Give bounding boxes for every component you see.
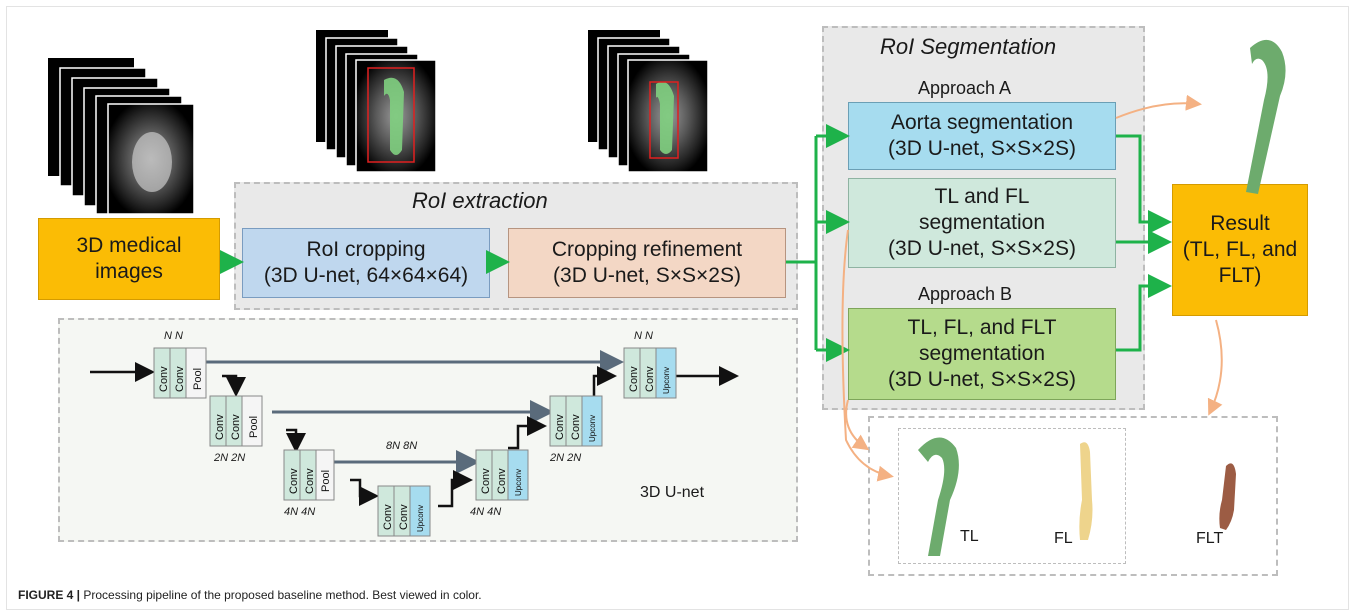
caption-prefix: FIGURE 4 | [18,588,81,602]
cropping-refinement-box: Cropping refinement (3D U-net, S×S×2S) [508,228,786,298]
caption-text: Processing pipeline of the proposed base… [80,588,482,602]
tl-fl-segmentation-box: TL and FL segmentation (3D U-net, S×S×2S… [848,178,1116,268]
result-line2: (TL, FL, and [1182,237,1298,261]
input-box-label: 3D medical images [76,233,182,283]
approach-b-label: Approach B [918,284,1013,304]
unet-conv-label: Conv [554,414,566,440]
tlflflt-line2: segmentation [918,341,1046,365]
aorta-shape-icon [1246,39,1286,195]
unet-conv-label: Conv [304,468,316,494]
unet-dim-enc1: N N [164,330,183,342]
unet-upconv-label: Upconv [588,415,597,442]
approach-a-label: Approach A [918,78,1012,98]
tl-shape-icon [918,437,959,556]
unet-upconv-label: Upconv [662,367,671,394]
unet-conv-label: Conv [382,504,394,530]
ct-stack-cropped [316,30,437,173]
unet-dim-enc2: 2N 2N [214,452,246,464]
unet-conv-label: Conv [644,366,656,392]
tlflflt-line1: TL, FL, and FLT [907,315,1057,339]
refinement-line1: Cropping refinement [551,237,743,261]
tl-fl-flt-segmentation-box: TL, FL, and FLT segmentation (3D U-net, … [848,308,1116,400]
roi-segmentation-title: RoI Segmentation [880,34,1057,59]
output-region [868,416,1278,576]
unet-conv-label: Conv [496,468,508,494]
unet-upconv-label: Upconv [416,505,425,532]
unet-label: 3D U-net [640,484,705,501]
fl-shape-icon [1079,442,1093,540]
roi-cropping-box: RoI cropping (3D U-net, 64×64×64) [242,228,490,298]
roi-extraction-title: RoI extraction [412,188,548,213]
green-flow-arrows [220,124,1172,362]
refinement-line2: (3D U-net, S×S×2S) [553,264,741,287]
roi-cropping-line1: RoI cropping [306,237,426,261]
unet-conv-label: Conv [398,504,410,530]
output-label-fl: FL [1054,530,1073,547]
unet-pool-label: Pool [248,416,260,438]
unet-conv-label: Conv [230,414,242,440]
ct-stack-raw [48,58,195,215]
result-line3: FLT) [1218,264,1262,288]
aorta-segmentation-box: Aorta segmentation (3D U-net, S×S×2S) [848,102,1116,170]
unet-conv-label: Conv [174,366,186,392]
ct-stack-refined [588,30,709,173]
unet-pool-label: Pool [192,368,204,390]
unet-dim-enc3: 4N 4N [284,506,316,518]
unet-conv-label: Conv [570,414,582,440]
unet-skip-connections [206,350,624,474]
unet-blocks [153,347,677,537]
result-line1: Result [1210,211,1270,235]
unet-dim-dec2: 2N 2N [550,452,582,464]
tlflflt-line3: (3D U-net, S×S×2S) [888,368,1076,392]
figure-caption: FIGURE 4 | Processing pipeline of the pr… [18,588,482,602]
unet-conv-label: Conv [288,468,300,494]
result-box: Result (TL, FL, and FLT) [1172,184,1308,316]
output-label-flt: FLT [1196,530,1224,547]
unet-block-labels: Conv Conv Pool Conv Conv Pool Conv Conv … [158,366,671,532]
unet-pool-label: Pool [320,470,332,492]
roi-cropping-line2: (3D U-net, 64×64×64) [263,264,469,287]
output-inner-region [898,428,1126,564]
unet-conv-label: Conv [480,468,492,494]
unet-dim-dec3: 4N 4N [470,506,502,518]
unet-conv-label: Conv [158,366,170,392]
aorta-line2: (3D U-net, S×S×2S) [888,137,1076,160]
output-label-tl: TL [960,528,979,545]
unet-dim-dec1: N N [634,330,653,342]
input-box: 3D medical images [38,218,220,300]
tlfl-line1: TL and FL [934,184,1030,208]
unet-conv-label: Conv [628,366,640,392]
aorta-line1: Aorta segmentation [890,110,1074,134]
flt-shape-icon [1219,463,1236,530]
tlfl-line2: segmentation [918,210,1046,234]
unet-dim-bottom: 8N 8N [386,440,418,452]
unet-conv-label: Conv [214,414,226,440]
figure-frame [6,6,1349,610]
orange-arrows [841,94,1223,482]
unet-flow-arrows [90,362,739,508]
tlfl-line3: (3D U-net, S×S×2S) [888,237,1076,261]
unet-upconv-label: Upconv [514,469,523,496]
